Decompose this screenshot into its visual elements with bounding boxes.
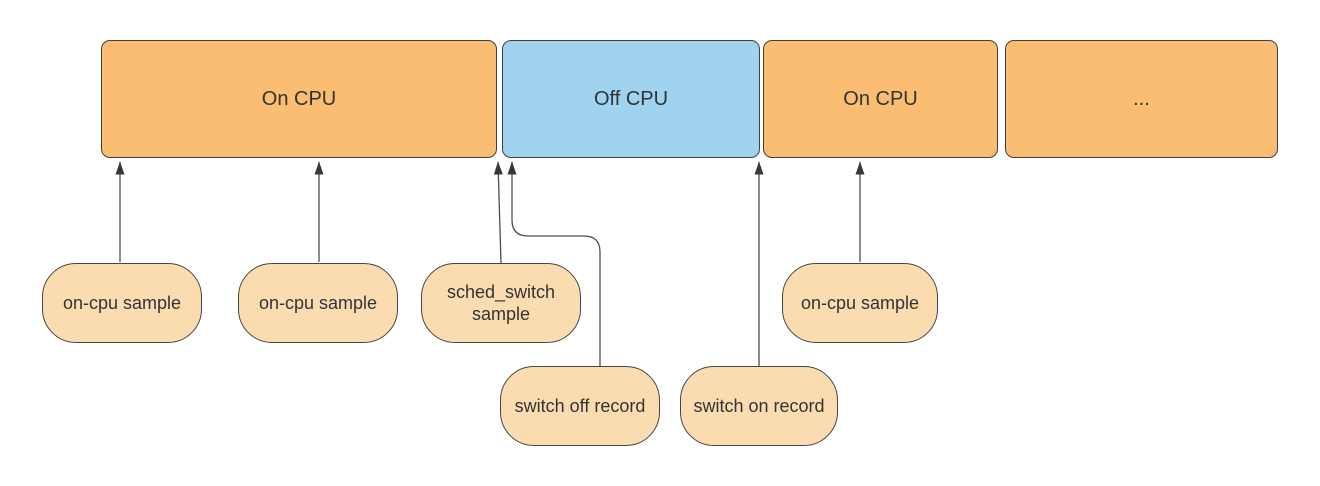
- timeline-segment-on-cpu-2: On CPU: [763, 40, 998, 158]
- annotation-on-cpu-sample-2: on-cpu sample: [238, 263, 398, 343]
- timeline-segment-off-cpu: Off CPU: [502, 40, 760, 158]
- segment-label: ...: [1133, 87, 1150, 110]
- arrow-sched-switch-sample: [493, 161, 503, 264]
- annotation-label: switch on record: [693, 395, 825, 416]
- segment-label: On CPU: [261, 87, 337, 110]
- annotation-switch-on-record: switch on record: [680, 366, 838, 446]
- timeline-segment-continuation: ...: [1005, 40, 1278, 158]
- segment-label: On CPU: [843, 87, 918, 110]
- annotation-label: on-cpu sample: [258, 292, 378, 313]
- annotation-on-cpu-sample-3: on-cpu sample: [782, 263, 938, 343]
- annotation-on-cpu-sample-1: on-cpu sample: [42, 263, 202, 343]
- annotation-label: on-cpu sample: [800, 292, 920, 313]
- annotation-sched-switch-sample: sched_switch sample: [421, 263, 581, 343]
- annotation-label: switch off record: [514, 395, 646, 416]
- annotation-switch-off-record: switch off record: [500, 366, 660, 446]
- annotation-label: on-cpu sample: [62, 292, 182, 313]
- timeline-segment-on-cpu-1: On CPU: [101, 40, 497, 158]
- annotation-label: sched_switch sample: [446, 281, 556, 325]
- segment-label: Off CPU: [593, 87, 669, 110]
